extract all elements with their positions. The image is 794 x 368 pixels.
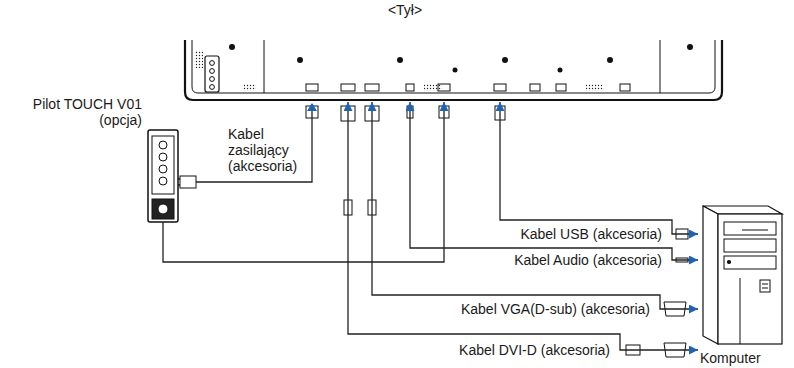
monitor-back-part-part [397,57,403,63]
computer-tower-part [724,222,776,235]
monitor-back-part [306,84,630,91]
monitor-back-part [194,50,203,68]
cable-line [372,102,698,309]
monitor-back-part [424,84,442,91]
computer-tower-part [740,278,741,344]
cable-plugs [306,106,688,357]
monitor-back-part-part [365,84,379,91]
monitor-back-part [660,40,661,93]
monitor-back-part [264,40,265,93]
remote-control-part [148,130,178,222]
computer-tower-part [760,280,770,292]
remote-control-part [159,141,167,149]
monitor-back-part-part [494,84,506,91]
cable-line [348,102,698,350]
monitor-back-part-part [341,84,355,91]
monitor-back-part-part [607,57,613,63]
cable-label: Kabel USB (akcesoria) [518,226,664,242]
cable-line [500,102,698,234]
monitor-back-part [210,77,215,82]
computer-tower-part [728,261,731,264]
power-cable-part [307,103,317,111]
computer-tower [703,206,782,344]
computer-tower-part [724,239,776,252]
monitor-back-part [210,61,215,66]
monitor-back-part [229,44,693,73]
monitor-back-part [192,40,715,93]
remote-control-part [159,165,167,173]
remote-control-part [152,199,174,219]
monitor-back-part-part [229,44,235,50]
device-label: Komputer [700,350,788,366]
cable-line [410,102,698,260]
monitor-back-part-part [556,84,566,91]
cable-label: Kabel VGA(D-sub) (akcesoria) [459,301,652,317]
remote-control [148,130,178,222]
monitor-back-part [185,40,722,100]
remote-control: Pilot TOUCH V01 (opcja) [148,130,178,222]
view-heading: <Tył> [375,2,435,18]
computer-tower-part [762,288,768,289]
monitor-back: <Tył> [185,0,725,102]
monitor-back-part-part [406,84,414,91]
remote-control-part [158,204,168,214]
remote-control-part [159,177,167,185]
cable-label: Kabel Audio (akcesoria) [512,252,664,268]
computer-tower-part [724,256,776,269]
remote-control-part [159,153,167,161]
monitor-back-part-part [438,84,450,91]
monitor-back-part [205,56,219,92]
computer-tower-part [718,214,782,344]
monitor-back-part-part [306,84,318,91]
monitor-back-part-part [558,68,563,73]
power-cable-part [196,104,312,182]
device-label: Pilot TOUCH V01 (opcja) [2,96,142,128]
monitor-back-part [586,84,604,91]
monitor-back-part-part [620,84,630,91]
cable-line [163,102,444,262]
monitor-back-part-part [687,44,693,50]
monitor-back [185,40,722,100]
monitor-back-part [242,84,256,91]
monitor-back-part [210,69,215,74]
monitor-back-part-part [453,68,458,73]
computer-tower-part [762,284,768,285]
remote-control-part [152,136,174,194]
cable-label: Kabel DVI-D (akcesoria) [457,342,612,358]
monitor-back-part-part [297,57,303,63]
monitor-back-part [210,85,215,90]
computer-tower-part [742,230,768,231]
cable-label: Kabel zasilający (akcesoria) [228,126,306,174]
power-cable-part [180,176,196,188]
computer: Komputer [698,200,790,366]
monitor-back-part-part [530,84,540,91]
monitor-back-part-part [502,57,508,63]
computer-tower-part [703,206,718,344]
power-cable [174,103,317,188]
